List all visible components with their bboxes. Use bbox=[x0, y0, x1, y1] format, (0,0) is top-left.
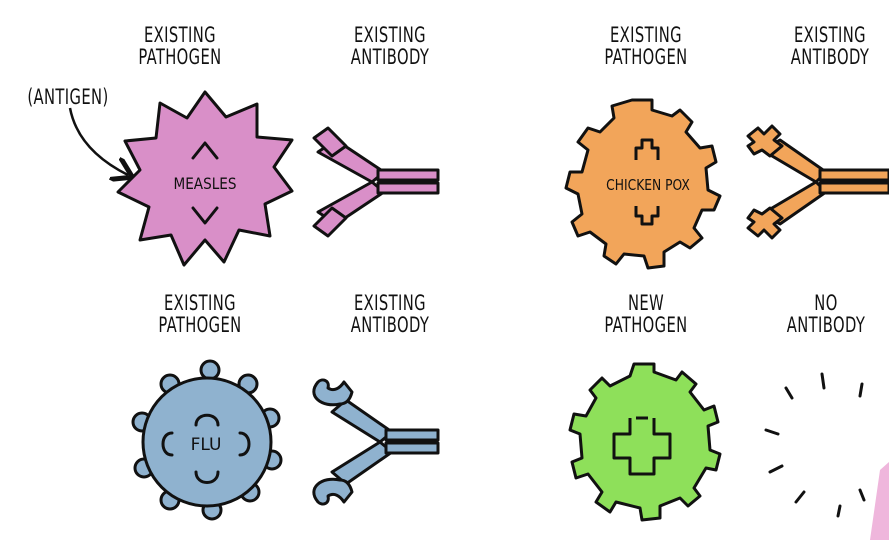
antibody-top-tip bbox=[748, 126, 782, 156]
mark bbox=[766, 430, 778, 434]
partial-shape-edge bbox=[870, 462, 889, 540]
mark bbox=[860, 490, 864, 500]
measles-name: MEASLES bbox=[174, 175, 237, 193]
chickenpox-antibody bbox=[748, 126, 889, 238]
mark bbox=[838, 506, 840, 516]
mark bbox=[786, 388, 792, 398]
antibody-stem-lower bbox=[820, 183, 889, 193]
antibody-stem-upper bbox=[386, 430, 438, 440]
flu-antibody bbox=[314, 380, 438, 504]
chickenpox-name: CHICKEN POX bbox=[606, 177, 690, 194]
mark bbox=[770, 466, 782, 472]
mark bbox=[822, 374, 824, 388]
flu-name: FLU bbox=[191, 435, 222, 455]
antibody-top-arm bbox=[332, 400, 392, 442]
bump bbox=[201, 361, 219, 379]
new-pathogen bbox=[570, 364, 720, 520]
chickenpox-pathogen: CHICKEN POX bbox=[566, 100, 720, 268]
measles-antibody bbox=[314, 128, 438, 236]
antibody-stem-lower bbox=[378, 183, 438, 193]
flu-pathogen: FLU bbox=[133, 361, 281, 519]
antibody-bottom-tip bbox=[748, 208, 782, 238]
antibody-stem-upper bbox=[820, 170, 889, 180]
antigen-arrow bbox=[70, 108, 128, 175]
antibody-stem-lower bbox=[386, 443, 438, 453]
no-antibody-marks bbox=[766, 374, 864, 516]
antibody-bottom-arm bbox=[332, 442, 392, 484]
mark bbox=[860, 384, 862, 396]
mark bbox=[796, 492, 804, 502]
new-body bbox=[570, 364, 720, 520]
antibody-stem-upper bbox=[378, 170, 438, 180]
antibody-top-tip bbox=[314, 380, 352, 405]
measles-pathogen: MEASLES bbox=[118, 92, 292, 265]
antibody-bottom-tip bbox=[314, 479, 352, 504]
